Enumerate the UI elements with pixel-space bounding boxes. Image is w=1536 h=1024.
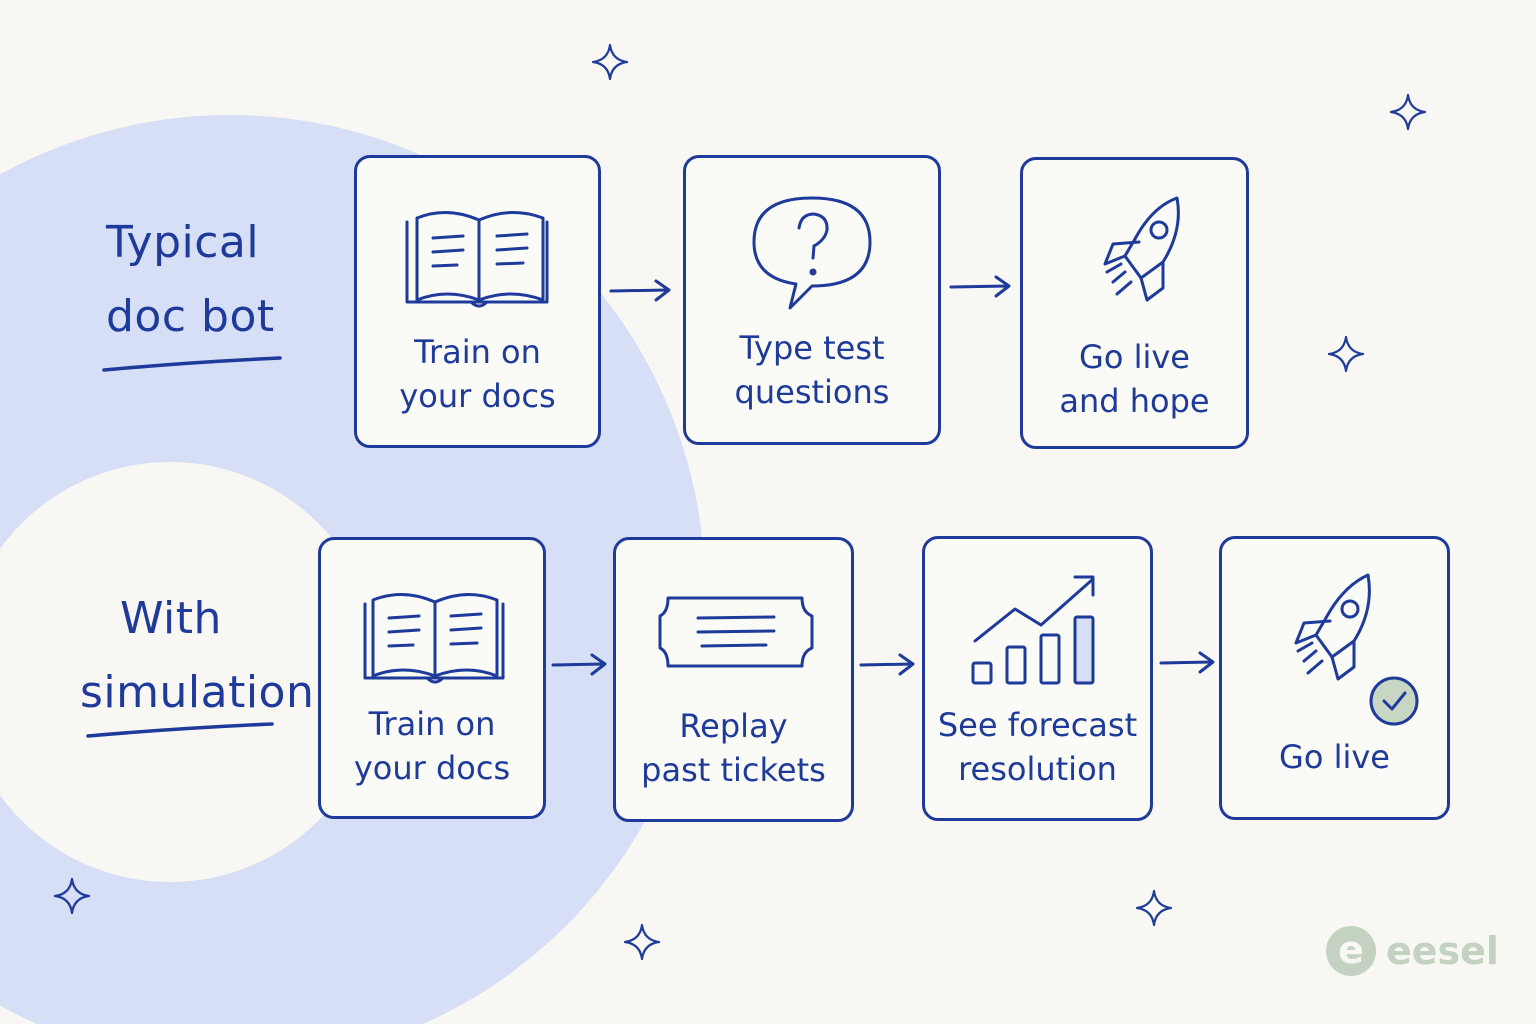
- step-line: and hope: [1059, 382, 1210, 420]
- ticket-icon: [658, 596, 814, 668]
- step-text: Type test questions: [686, 326, 938, 414]
- step-line: Train on: [368, 705, 496, 743]
- arrow-right-icon: [609, 279, 671, 302]
- step-card-replay-tickets: Replay past tickets: [613, 537, 854, 822]
- rocket-icon: [1103, 196, 1180, 302]
- row-label-line: With: [120, 593, 222, 644]
- step-line: See forecast: [937, 706, 1138, 744]
- step-card-train-docs: Train on your docs: [318, 537, 546, 819]
- step-text: See forecast resolution: [925, 703, 1150, 791]
- arrow-right-icon: [551, 653, 607, 676]
- step-line: Replay: [679, 707, 788, 745]
- sparkle-icon: [1135, 889, 1173, 927]
- sparkle-icon: [591, 43, 629, 81]
- brand-mark-icon: e: [1326, 926, 1376, 976]
- step-line: Go live: [1079, 338, 1190, 376]
- step-line: Go live: [1279, 738, 1390, 776]
- bar-chart-trend-icon: [971, 575, 1095, 685]
- label-underline: [102, 356, 282, 372]
- step-text: Go live: [1222, 735, 1447, 779]
- step-card-go-live-hope: Go live and hope: [1020, 157, 1249, 449]
- row-label-line: simulation: [80, 667, 315, 718]
- sparkle-icon: [1327, 335, 1365, 373]
- step-line: resolution: [958, 750, 1117, 788]
- step-line: Train on: [414, 333, 541, 371]
- sparkle-icon: [1389, 93, 1427, 131]
- rocket-check-icon: [1294, 573, 1419, 726]
- row-label-typical: Typical doc bot: [106, 206, 275, 354]
- arrow-right-icon: [1159, 651, 1215, 674]
- sparkle-icon: [623, 923, 661, 961]
- step-text: Replay past tickets: [616, 704, 851, 792]
- brand-name: eesel: [1386, 929, 1499, 973]
- row-label-line: Typical: [106, 217, 260, 268]
- arrow-right-icon: [949, 275, 1011, 298]
- step-card-train-docs: Train on your docs: [354, 155, 601, 448]
- open-book-icon: [405, 210, 549, 308]
- row-label-simulation: With simulation: [80, 582, 314, 730]
- step-card-test-questions: Type test questions: [683, 155, 941, 445]
- question-bubble-icon: [752, 196, 872, 310]
- step-line: your docs: [353, 749, 511, 787]
- step-text: Train on your docs: [321, 702, 543, 790]
- step-text: Train on your docs: [357, 330, 598, 418]
- row-label-line: doc bot: [106, 291, 275, 342]
- label-underline: [86, 722, 274, 738]
- step-card-go-live: Go live: [1219, 536, 1450, 820]
- step-line: Type test: [739, 329, 885, 367]
- step-line: questions: [734, 373, 890, 411]
- sparkle-icon: [53, 877, 91, 915]
- open-book-icon: [363, 592, 505, 684]
- step-text: Go live and hope: [1023, 335, 1246, 423]
- step-line: your docs: [399, 377, 556, 415]
- step-card-forecast: See forecast resolution: [922, 536, 1153, 821]
- brand-logo: e eesel: [1326, 924, 1499, 978]
- step-line: past tickets: [641, 751, 826, 789]
- arrow-right-icon: [859, 653, 915, 676]
